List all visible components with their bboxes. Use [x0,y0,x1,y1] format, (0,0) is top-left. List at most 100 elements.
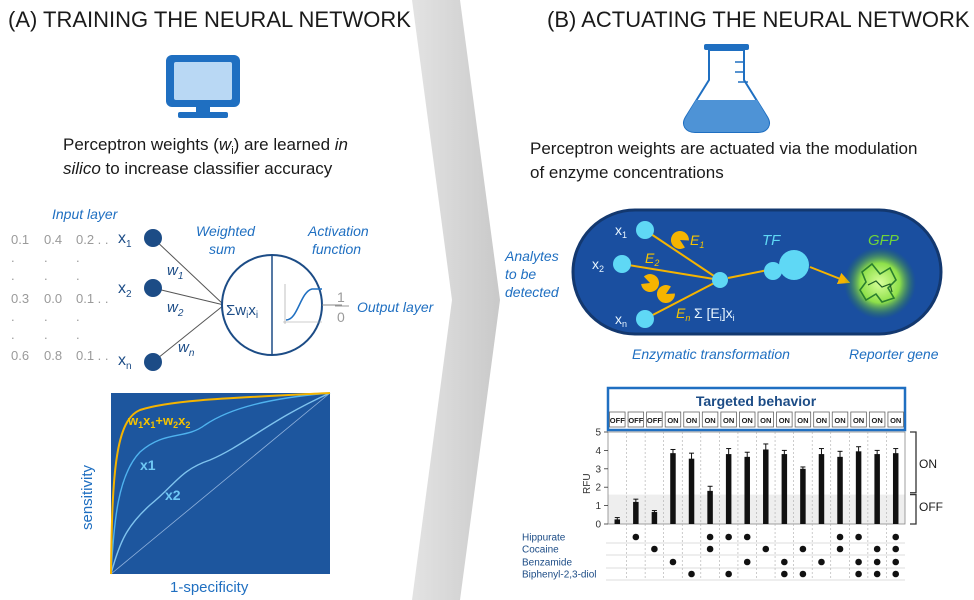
bar [837,456,843,524]
presence-dot [669,558,677,566]
panel-a-caption-line1: Perceptron weights (wi) are learned in [63,135,348,157]
analyte-row-label: Cocaine [522,545,559,556]
output-layer-label: Output layer [357,299,435,315]
presence-dot [873,570,881,578]
matrix-cell: 0.1 . . [76,348,109,363]
y-tick-label: 1 [595,501,601,512]
targeted-cell-label: ON [890,416,901,425]
presence-dot [706,545,714,553]
matrix-cell: . [44,309,48,324]
targeted-cell [813,411,830,428]
roc-label-x2: x2 [165,487,181,503]
cell-input-edge [644,279,721,320]
summation-node [712,272,728,288]
bar [725,454,732,524]
roc-ylabel: sensitivity [79,464,96,530]
matrix-cell: . [11,309,15,324]
bar [670,453,676,524]
flask-icon [683,44,770,133]
on-bracket [910,431,917,494]
input-label: x2 [118,280,132,300]
roc-curve-combined [110,392,331,575]
input-label: x1 [118,230,132,250]
analytes-label-1: Analytes [504,248,559,264]
panel-a-caption-line2: silico to increase classifier accuracy [63,159,333,178]
activation-function-label-2: function [312,241,361,257]
bar [707,490,713,524]
roc-label-x1: x1 [140,457,156,473]
weight-label: w1 [167,262,183,282]
presence-dot [892,570,900,578]
analyte-row-label: Benzamide [522,558,572,569]
enzyme-icon [641,274,660,292]
targeted-cell-label: ON [779,416,790,425]
matrix-cell: . [11,268,15,283]
y-tick-label: 2 [595,483,601,494]
y-tick-label: 0 [595,520,601,531]
weighted-sum-label-2: sum [209,241,236,257]
analyte-label: xn [615,311,627,329]
targeted-cell [794,411,812,428]
targeted-cell [850,411,867,428]
tf-to-gfp-arrow [809,266,851,285]
presence-dot [651,545,658,553]
presence-dot [818,558,825,566]
roc-curve-x1 [110,392,331,575]
targeted-cell [627,411,645,428]
roc-plot: w1x1+w2x2 x1 x2 [110,392,331,575]
presence-dot [855,558,862,566]
input-edge [152,237,225,306]
bracket-off-label: OFF [919,500,943,514]
gfp-label: GFP [868,232,899,249]
targeted-cell-label: OFF [647,416,662,425]
presence-dot [873,558,881,566]
targeted-cell-label: ON [872,416,883,425]
analyte-node [613,255,631,273]
targeted-cell-label: ON [797,416,808,425]
matrix-cell: . [44,250,48,265]
presence-dot [836,545,844,553]
tf-label: TF [762,232,781,249]
targeted-cell-label: ON [667,416,678,425]
presence-dot [743,533,751,541]
enzymatic-transformation-label: Enzymatic transformation [632,346,790,362]
panel-b-caption-line2: of enzyme concentrations [530,163,724,182]
targeted-cell-label: OFF [610,416,625,425]
targeted-cell [776,411,793,428]
targeted-cell-label: ON [686,416,697,425]
presence-dot [799,545,807,553]
bracket-on-label: ON [919,457,937,471]
matrix-cell: 0.8 [44,348,62,363]
activation-function-label-1: Activation [307,223,369,239]
computer-icon [166,55,240,118]
cell-input-edge [621,263,721,281]
matrix-cell: 0.4 [44,232,62,247]
weighted-sum-formula: Σwixi [226,302,258,321]
matrix-cell: . [76,268,80,283]
analyte-label: x1 [615,222,627,240]
y-tick-label: 5 [595,428,601,439]
sum-to-tf-line [727,269,769,279]
y-tick-label: 4 [595,446,601,457]
targeted-cell-label: ON [723,416,734,425]
targeted-cell [664,411,682,428]
presence-dot [799,570,807,578]
input-edge [152,304,225,363]
matrix-cell: . [11,327,15,342]
bar [763,449,769,524]
input-node [144,279,162,297]
targeted-cell-label: ON [760,416,771,425]
roc-xlabel: 1-specificity [170,579,249,596]
bar [781,454,788,524]
matrix-cell: . [76,250,80,265]
analytes-label-3: detected [505,284,560,300]
matrix-cell: 0.1 [11,232,29,247]
enzyme-icon [656,285,675,304]
bar [874,454,880,524]
targeted-behavior-title: Targeted behavior [696,393,817,409]
matrix-cell: 0.1 . . [76,291,109,306]
enzyme-icon [670,230,689,249]
bar [818,454,825,524]
presence-dot [762,545,770,553]
